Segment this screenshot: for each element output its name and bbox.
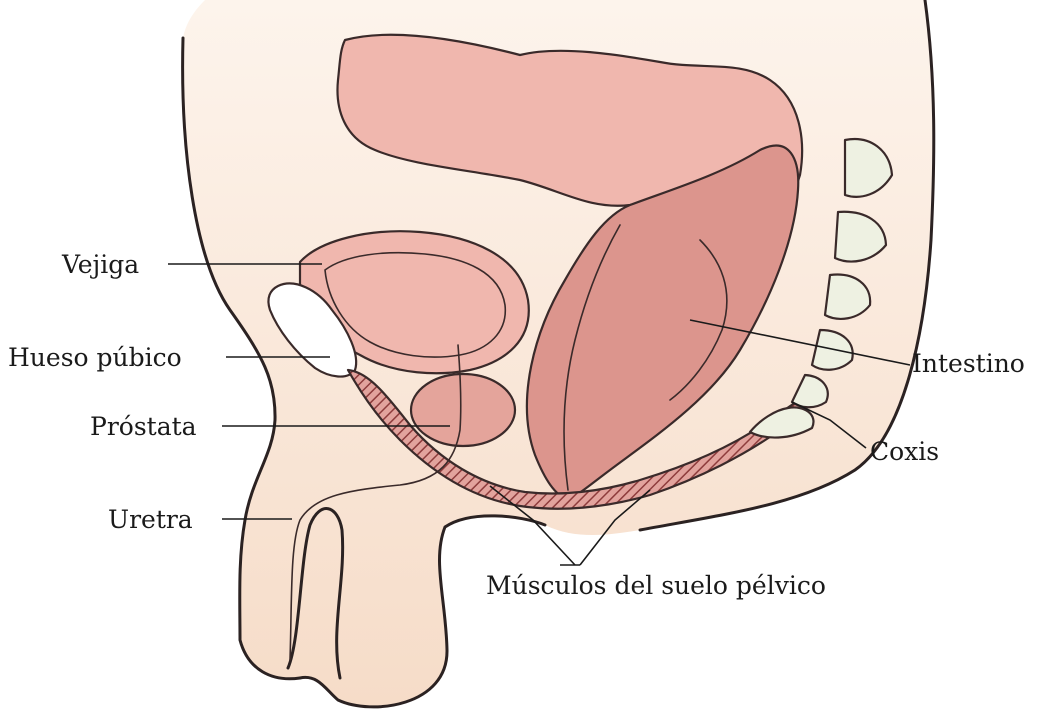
label-prostata: Próstata bbox=[90, 412, 197, 441]
label-vejiga: Vejiga bbox=[61, 250, 139, 279]
label-intestino: Intestino bbox=[912, 349, 1025, 378]
label-uretra: Uretra bbox=[108, 505, 193, 534]
label-hueso-pubico: Hueso púbico bbox=[8, 343, 182, 372]
label-coxis: Coxis bbox=[870, 437, 939, 466]
prostate bbox=[411, 374, 515, 446]
label-musculos: Músculos del suelo pélvico bbox=[486, 571, 826, 600]
